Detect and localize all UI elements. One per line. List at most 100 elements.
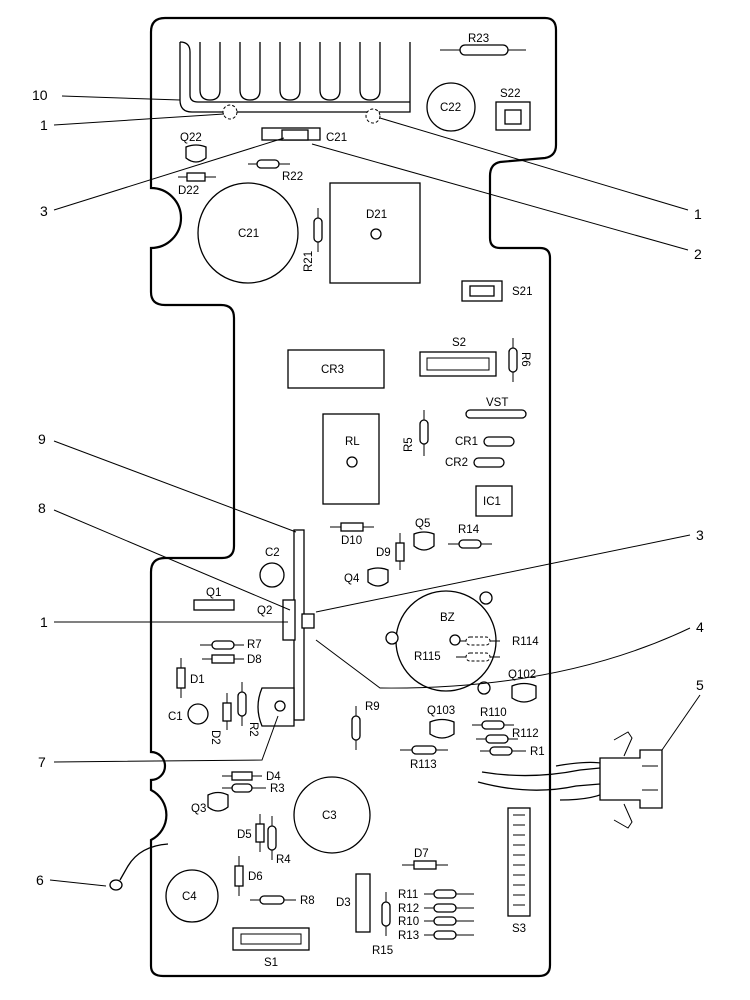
r113-label: R113 — [410, 759, 437, 771]
d1-label: D1 — [190, 674, 205, 686]
d22-label: D22 — [178, 185, 199, 197]
s1-label: S1 — [264, 957, 278, 969]
r5-resistor — [419, 419, 429, 445]
vst-component — [465, 409, 527, 419]
r12-resistor — [433, 903, 457, 913]
r11-label: R11 — [398, 889, 418, 901]
r21-resistor — [313, 217, 323, 243]
q102-transistor — [511, 682, 537, 703]
r115-resistor — [465, 652, 491, 662]
r110-label: R110 — [480, 707, 507, 719]
q22-label: Q22 — [180, 132, 202, 144]
q5-label: Q5 — [415, 518, 430, 530]
d9-label: D9 — [376, 547, 391, 559]
r3-label: R3 — [270, 783, 285, 795]
callout-3-left: 3 — [40, 203, 48, 219]
r8-label: R8 — [300, 895, 315, 907]
wire-harness-leads — [477, 761, 611, 801]
r2-label: R2 — [247, 722, 259, 737]
s2-label: S2 — [452, 337, 466, 349]
callout-4: 4 — [696, 619, 704, 635]
r15-label: R15 — [372, 945, 393, 957]
q2-label: Q2 — [257, 605, 272, 617]
rl-label: RL — [345, 436, 360, 448]
ic1-label: IC1 — [483, 496, 501, 508]
q103-transistor — [429, 718, 455, 739]
callout-7: 7 — [38, 754, 46, 770]
d5-diode — [255, 823, 265, 843]
r23-label: R23 — [468, 33, 489, 45]
s3-label: S3 — [512, 923, 526, 935]
r7-label: R7 — [247, 639, 262, 651]
q5-transistor — [413, 531, 435, 551]
c21-label: C21 — [238, 228, 259, 240]
r21-label: R21 — [303, 251, 315, 272]
c3-label: C3 — [322, 810, 337, 822]
r13-label: R13 — [398, 930, 419, 942]
q2-transistor — [282, 599, 296, 641]
d21-label: D21 — [366, 209, 387, 221]
c4-label: C4 — [182, 891, 197, 903]
c21-capacitor — [197, 182, 299, 284]
r14-label: R14 — [458, 524, 480, 536]
r113-resistor — [411, 745, 437, 755]
bz-label: BZ — [440, 612, 455, 624]
d8-label: D8 — [247, 654, 262, 666]
c21-small-capacitor — [281, 129, 309, 141]
callout-5: 5 — [696, 677, 704, 693]
r9-resistor — [351, 715, 361, 741]
s2-connector — [419, 351, 497, 377]
c3-capacitor — [293, 776, 371, 854]
r8-resistor — [259, 895, 285, 905]
r22-label: R22 — [282, 171, 303, 183]
vst-label: VST — [486, 397, 508, 409]
r114-label: R114 — [512, 636, 539, 648]
r6-resistor — [508, 347, 518, 373]
r10-resistor — [433, 916, 457, 926]
r9-label: R9 — [365, 701, 380, 713]
q102-label: Q102 — [508, 669, 536, 681]
q103-label: Q103 — [427, 705, 455, 717]
s3-connector — [507, 807, 531, 917]
cr2-component — [473, 457, 505, 468]
r22-resistor — [256, 159, 280, 169]
q3-label: Q3 — [191, 803, 206, 815]
r115-label: R115 — [414, 651, 441, 663]
d9-diode — [395, 542, 405, 562]
r1-label: R1 — [530, 746, 545, 758]
r14-resistor — [458, 539, 482, 549]
r112-label: R112 — [512, 728, 539, 740]
callout-6: 6 — [36, 872, 44, 888]
c1-label: C1 — [168, 711, 183, 723]
terminal-screw — [274, 700, 286, 712]
callout-1-top: 1 — [40, 117, 48, 133]
callout-1-mid: 1 — [40, 614, 48, 630]
d10-label: D10 — [341, 535, 362, 547]
q3-transistor — [207, 791, 229, 812]
d3-component — [355, 873, 371, 933]
cr1-label: CR1 — [455, 436, 478, 448]
callout-2-right: 2 — [694, 246, 702, 262]
d4-diode — [231, 771, 253, 781]
r4-label: R4 — [276, 854, 291, 866]
q1-label: Q1 — [206, 587, 221, 599]
r11-resistor — [433, 889, 457, 899]
r13-resistor — [433, 930, 457, 940]
r15-resistor — [381, 901, 391, 927]
ic1-chip — [475, 485, 513, 517]
r1-resistor — [489, 746, 513, 756]
s22-label: S22 — [500, 88, 520, 100]
r7-resistor — [211, 640, 235, 650]
cr2-label: CR2 — [445, 457, 468, 469]
r4-resistor — [267, 825, 277, 851]
ground-ring-terminal — [109, 879, 123, 891]
d10-diode — [340, 522, 364, 532]
cr3-label: CR3 — [321, 364, 344, 376]
cr3-component — [287, 349, 385, 389]
heatsink-mount-hole-right — [365, 108, 381, 124]
bz-mount-tab-left — [385, 631, 399, 645]
d22-diode — [186, 172, 206, 182]
q22-transistor — [185, 144, 207, 163]
d4-label: D4 — [266, 771, 281, 783]
